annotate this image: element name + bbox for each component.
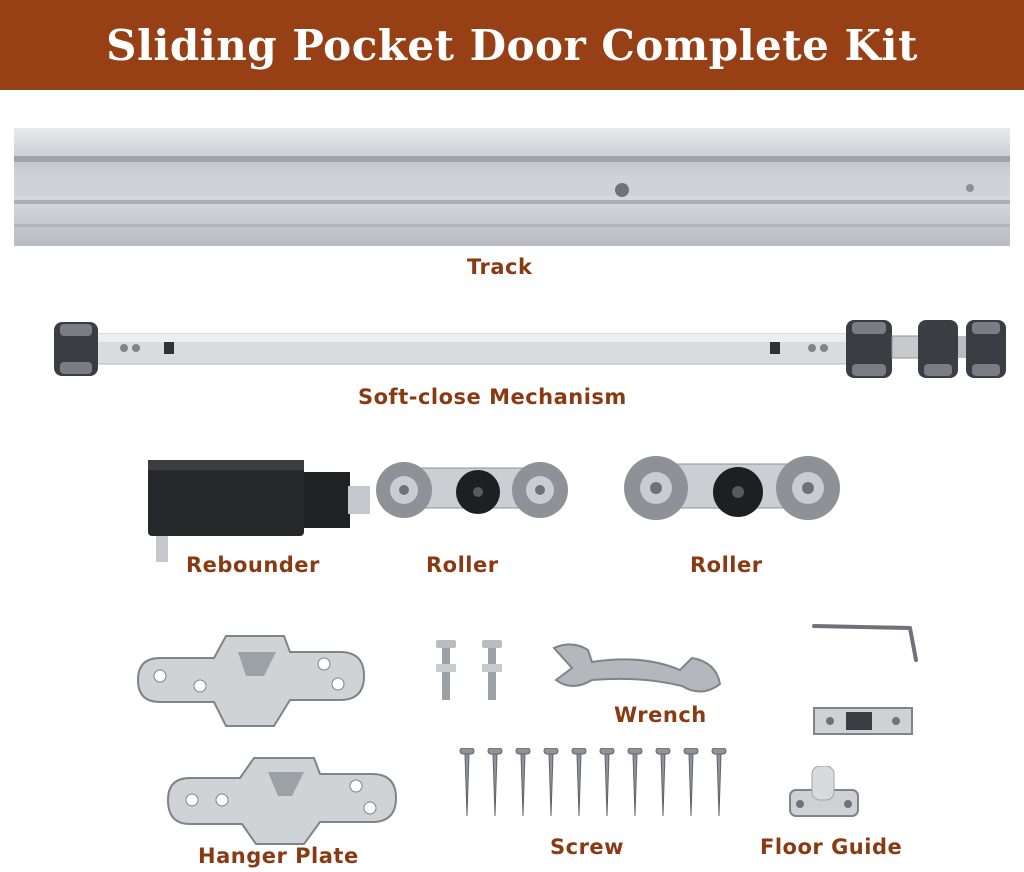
- bolts-image: [430, 636, 510, 704]
- roller-1-image: [368, 460, 572, 524]
- floor-guide-label: Floor Guide: [760, 835, 903, 859]
- roller-2-label: Roller: [690, 553, 763, 577]
- page-title: Sliding Pocket Door Complete Kit: [106, 20, 918, 70]
- wrench-label: Wrench: [614, 703, 707, 727]
- stop-bracket-image: [812, 704, 914, 738]
- screws-image: [456, 748, 732, 820]
- roller-1-label: Roller: [426, 553, 499, 577]
- roller-2-image: [612, 454, 844, 526]
- allen-key-image: [812, 622, 924, 662]
- soft-close-mechanism-image: [46, 316, 1008, 382]
- title-banner: Sliding Pocket Door Complete Kit: [0, 0, 1024, 90]
- hanger-plate-label: Hanger Plate: [198, 844, 359, 868]
- track-label: Track: [467, 255, 533, 279]
- hanger-plate-1-image: [134, 634, 368, 728]
- screw-label: Screw: [550, 835, 625, 859]
- floor-guide-image: [788, 766, 860, 820]
- soft-close-label: Soft-close Mechanism: [358, 385, 627, 409]
- track-image: [14, 128, 1010, 246]
- hanger-plate-2-image: [164, 756, 400, 846]
- rebounder-image: [142, 456, 370, 562]
- rebounder-label: Rebounder: [186, 553, 320, 577]
- wrench-image: [552, 640, 722, 700]
